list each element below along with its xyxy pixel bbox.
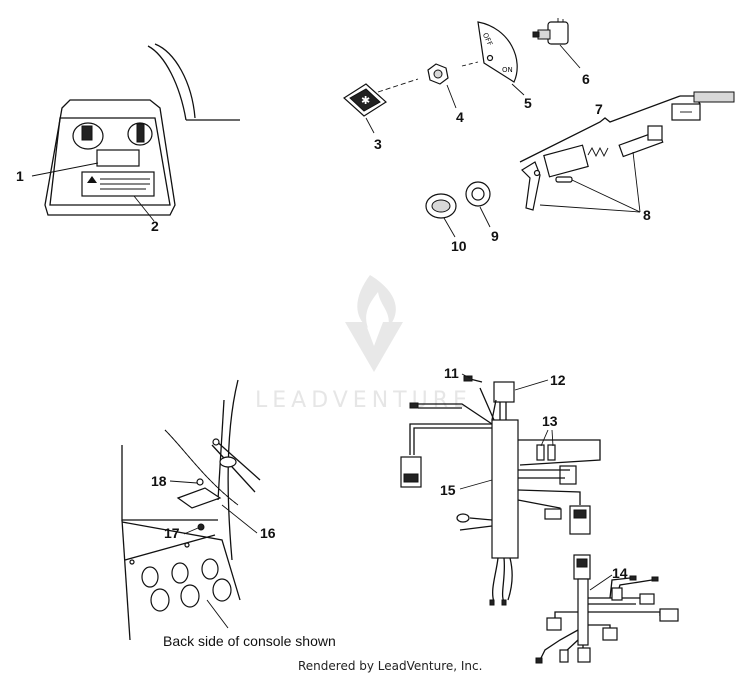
callout-12: 12 — [550, 372, 566, 388]
callout-6: 6 — [582, 71, 590, 87]
nut-4 — [427, 63, 449, 85]
plate-on-label: ON — [502, 66, 513, 74]
wiring-harness — [400, 375, 601, 606]
connector-12 — [493, 381, 515, 403]
callout-16: 16 — [260, 525, 276, 541]
wiring-harness-14 — [535, 554, 679, 664]
grommet-10 — [425, 193, 457, 219]
callout-3: 3 — [374, 136, 382, 152]
caption-console-back: Back side of console shown — [163, 633, 336, 649]
switch-plate-5: OFF ON — [477, 21, 518, 83]
cable-assembly — [521, 91, 735, 211]
callout-18: 18 — [151, 473, 167, 489]
callout-5: 5 — [524, 95, 532, 111]
washer-9 — [465, 181, 491, 207]
decal-1 — [96, 149, 140, 167]
ignition-key-3: ✱ — [343, 83, 387, 117]
harness-sleeve-15 — [491, 419, 519, 559]
callout-17: 17 — [164, 525, 180, 541]
callout-9: 9 — [491, 228, 499, 244]
callout-11: 11 — [444, 365, 459, 381]
callout-10: 10 — [451, 238, 467, 254]
svg-text:✱: ✱ — [361, 94, 370, 107]
callout-13: 13 — [542, 413, 558, 429]
console-back-illustration — [121, 379, 261, 641]
callout-2: 2 — [151, 218, 159, 234]
callout-14: 14 — [612, 565, 628, 581]
callout-15: 15 — [440, 482, 456, 498]
callout-1: 1 — [16, 168, 24, 184]
watermark-logo: LEADVENTURE — [255, 275, 472, 413]
console-illustration — [44, 43, 240, 216]
callout-4: 4 — [456, 109, 464, 125]
callout-8: 8 — [643, 207, 651, 223]
ignition-switch-6 — [532, 18, 569, 45]
watermark-text: LEADVENTURE — [255, 388, 472, 413]
footer-credit: Rendered by LeadVenture, Inc. — [298, 659, 482, 673]
callout-7: 7 — [595, 101, 603, 117]
